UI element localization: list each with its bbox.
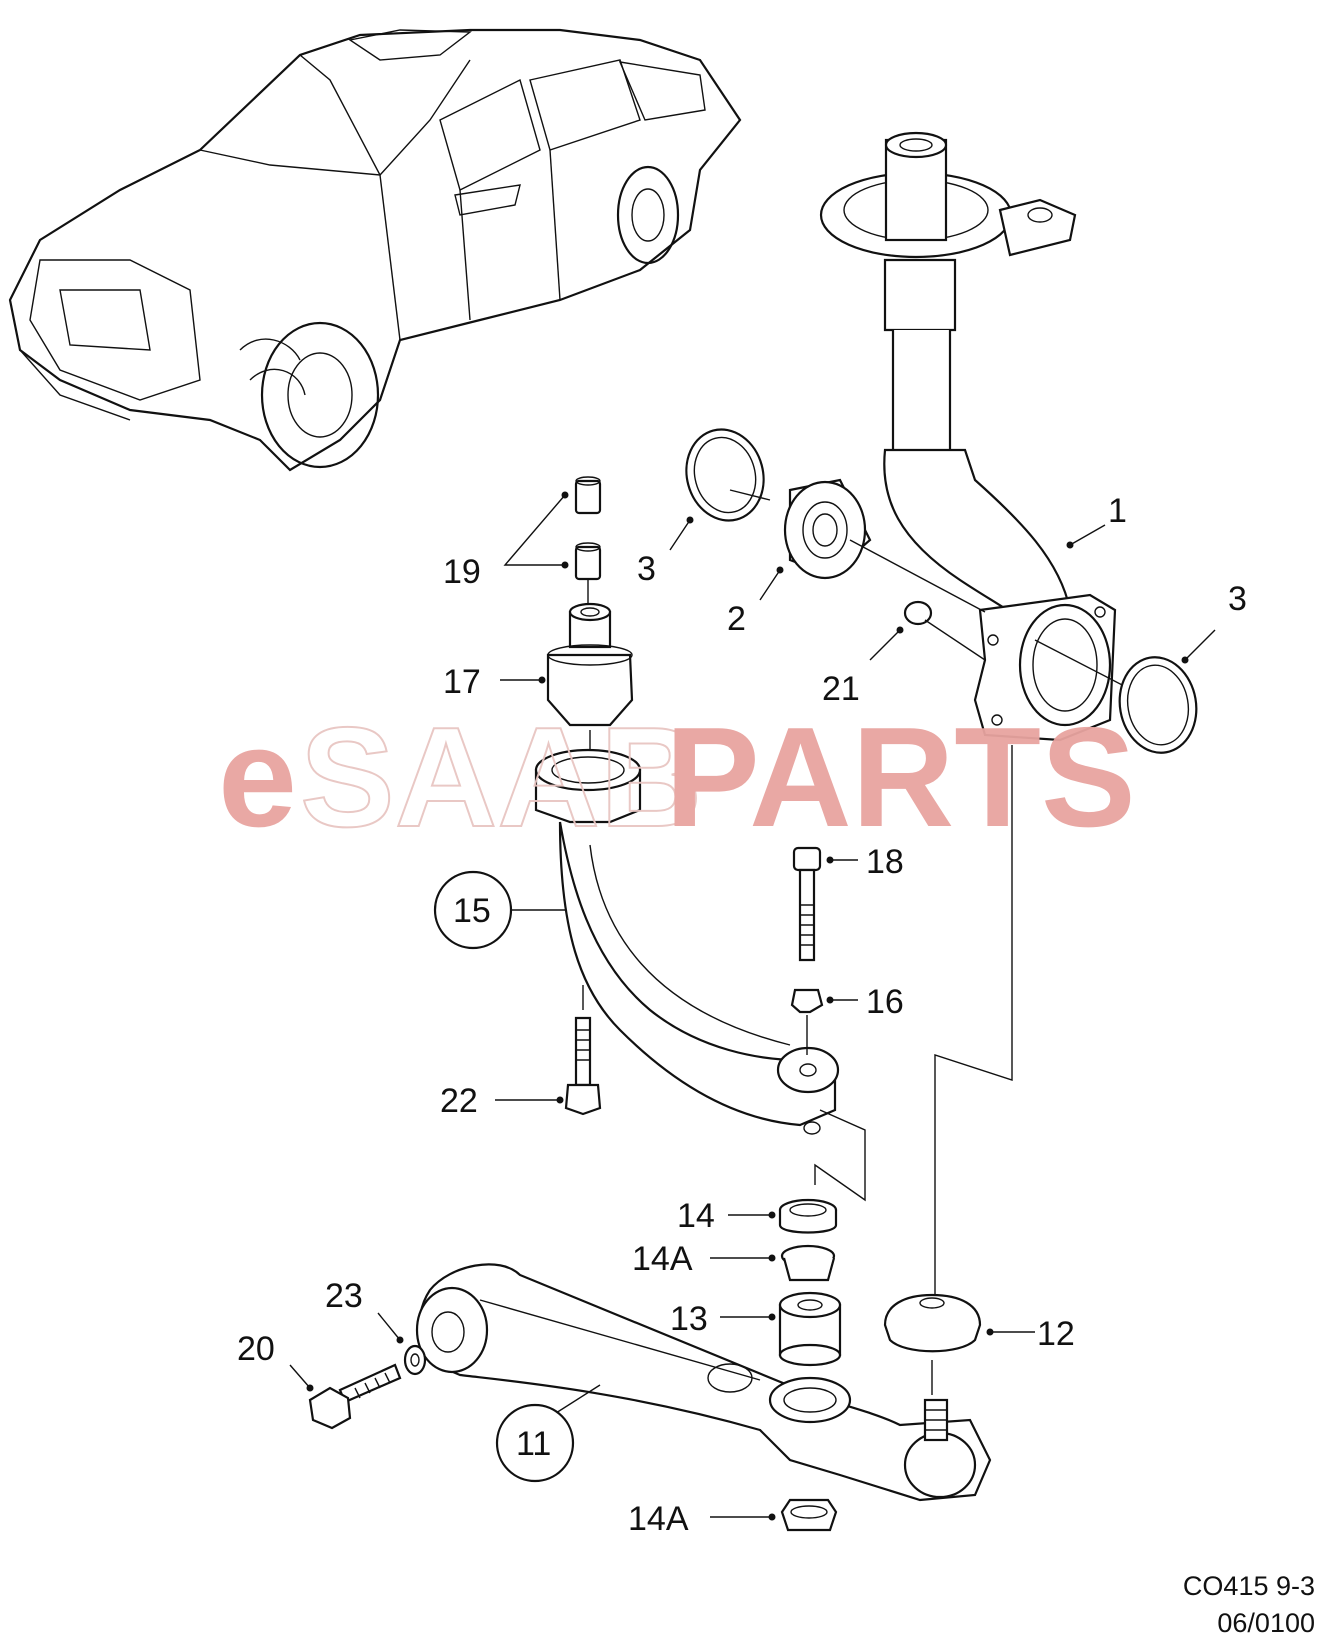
- callout-22: 22: [440, 1082, 478, 1120]
- strut-assembly: [819, 131, 1191, 742]
- svg-text:PARTS: PARTS: [665, 698, 1136, 857]
- callout-11: 11: [516, 1425, 551, 1463]
- nut-16: [790, 988, 824, 1055]
- bolt-22: [564, 985, 602, 1116]
- bolt-20: [308, 1363, 402, 1430]
- wheel-bearing: [783, 478, 986, 613]
- callout-14a-bottom: 14A: [628, 1500, 689, 1538]
- callout-19: 19: [443, 553, 481, 591]
- leader-connectors: [814, 745, 1013, 1295]
- callout-labels: 1 2 3 3 21 19 17 15 18 16 22 14 14A 13 1…: [237, 492, 1247, 1538]
- callout-circle-11: [495, 1403, 575, 1483]
- svg-text:SAAB: SAAB: [300, 698, 702, 857]
- callout-18: 18: [866, 843, 904, 881]
- callout-3-left: 3: [637, 550, 656, 588]
- control-arm-15: [534, 748, 840, 1135]
- control-arm-11: [415, 1263, 992, 1502]
- car-illustration: [8, 28, 742, 472]
- callout-2: 2: [727, 600, 746, 638]
- callout-17: 17: [443, 663, 481, 701]
- bushing-12: [883, 1293, 982, 1395]
- bushing-17: [546, 602, 634, 760]
- collar-14a-bottom: [780, 1498, 838, 1532]
- callout-13: 13: [670, 1300, 708, 1338]
- figure-code-date: 06/0100: [1217, 1608, 1315, 1638]
- callout-23: 23: [325, 1277, 363, 1315]
- collar-14a-top: [780, 1244, 836, 1282]
- bolt-18: [792, 846, 822, 962]
- callout-15: 15: [453, 892, 491, 930]
- callout-16: 16: [866, 983, 904, 1021]
- callout-21: 21: [822, 670, 860, 708]
- bushing-13: [778, 1291, 842, 1367]
- figure-code-id: CO415 9-3: [1183, 1571, 1315, 1601]
- circlip-left: [685, 428, 771, 522]
- watermark: e SAAB PARTS: [218, 697, 1136, 858]
- callout-leaders: [289, 491, 1216, 1521]
- callout-1: 1: [1108, 492, 1127, 530]
- sleeves-19: [574, 476, 602, 610]
- svg-text:e: e: [218, 698, 297, 857]
- bushing-14: [778, 1198, 838, 1234]
- callout-circle-15: [433, 870, 513, 950]
- circlip-right: [1118, 656, 1198, 754]
- callout-20: 20: [237, 1330, 275, 1368]
- callout-3-right: 3: [1228, 580, 1247, 618]
- callout-14a-top: 14A: [632, 1240, 693, 1278]
- washer-23: [403, 1344, 427, 1376]
- nut-21: [903, 600, 986, 661]
- figure-code: CO415 9-3 06/0100: [1183, 1571, 1315, 1638]
- callout-14: 14: [677, 1197, 715, 1235]
- callout-12: 12: [1037, 1315, 1075, 1353]
